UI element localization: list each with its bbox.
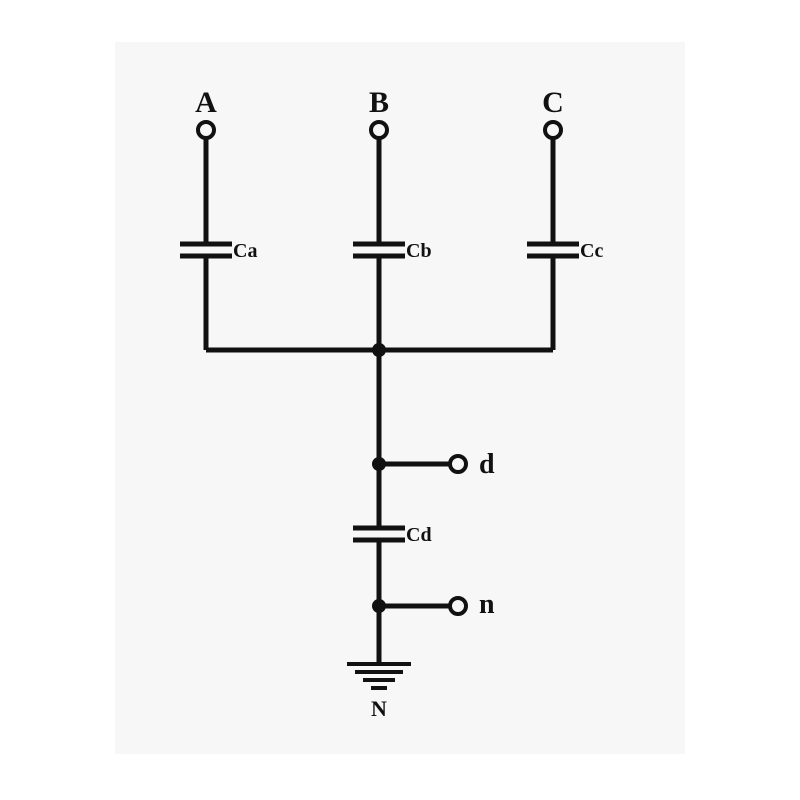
label-terminal-d: d [479, 449, 495, 480]
terminal-c [543, 120, 563, 140]
label-capacitor-cb: Cb [406, 240, 432, 262]
capacitor-cb [353, 241, 405, 259]
capacitor-cc [527, 241, 579, 259]
label-ground: N [371, 696, 387, 721]
terminal-d [448, 454, 468, 474]
label-capacitor-cc: Cc [580, 240, 603, 262]
label-terminal-a: A [195, 86, 217, 119]
capacitor-cd [353, 525, 405, 543]
terminal-n [448, 596, 468, 616]
ground-symbol [347, 662, 411, 690]
label-capacitor-ca: Ca [233, 240, 257, 262]
terminal-b [369, 120, 389, 140]
diagram-panel [115, 42, 685, 754]
terminal-a [196, 120, 216, 140]
label-terminal-c: C [542, 86, 564, 119]
label-terminal-b: B [369, 86, 389, 119]
junction-bus [372, 343, 386, 357]
capacitor-ca [180, 241, 232, 259]
junction-n [372, 599, 386, 613]
label-terminal-n: n [479, 589, 495, 620]
junction-d [372, 457, 386, 471]
label-capacitor-cd: Cd [406, 524, 432, 546]
